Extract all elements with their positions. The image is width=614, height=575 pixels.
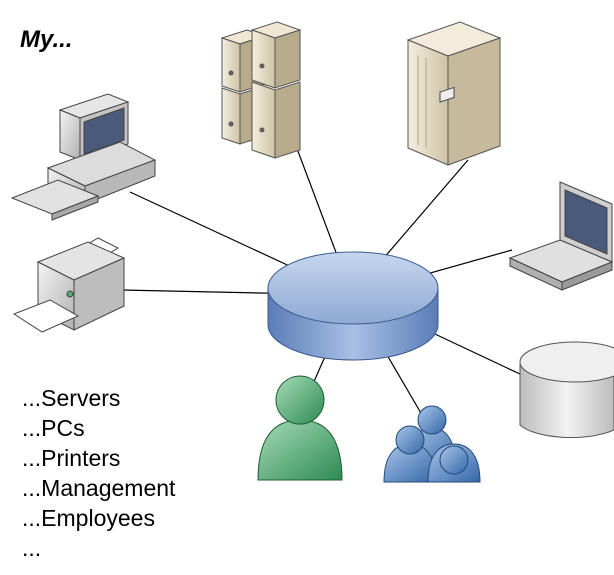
category-item-employees: ...Employees [22,505,155,531]
tower-server-icon [406,21,502,166]
server-stack-icon [220,21,302,159]
diagram-title: My... [20,26,73,53]
printer-icon [12,237,126,333]
category-list: ...Servers ...PCs ...Printers ...Managem… [22,383,175,563]
employees-group-icon [383,405,481,483]
manager-person-icon [257,375,343,481]
network-hub-icon [267,251,439,361]
category-item-printers: ...Printers [22,445,121,471]
database-icon [519,341,614,439]
category-item-management: ...Management [22,475,176,501]
category-item-servers: ...Servers [22,385,121,411]
laptop-icon [508,181,614,291]
category-item-more: ... [22,535,42,561]
category-item-pcs: ...PCs [22,415,85,441]
desktop-pc-icon [10,93,157,221]
